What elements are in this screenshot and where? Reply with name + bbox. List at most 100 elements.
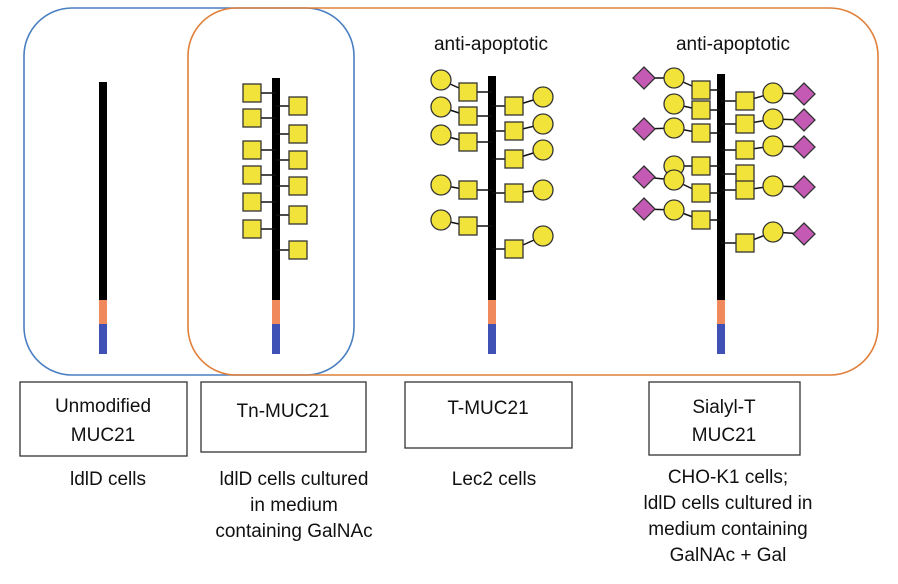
cell-line-label: medium containing bbox=[648, 519, 807, 540]
cell-line-label: ldlD cells cultured bbox=[220, 469, 369, 490]
transmembrane-segment bbox=[272, 300, 280, 324]
galactose-circle-icon bbox=[663, 117, 685, 139]
cytoplasmic-segment bbox=[99, 324, 107, 354]
name-box-sialyl-t bbox=[648, 381, 801, 456]
GalNAc-square-icon bbox=[458, 106, 478, 126]
transmembrane-segment bbox=[99, 300, 107, 324]
GalNAc-square-icon bbox=[242, 83, 262, 103]
GalNAc-square-icon bbox=[691, 210, 711, 230]
galactose-circle-icon bbox=[762, 135, 784, 157]
panel-unmodified: Unmodified MUC21 ldlD cells bbox=[19, 82, 188, 490]
name-box-tn bbox=[200, 381, 367, 453]
galactose-circle-icon bbox=[663, 93, 685, 115]
cytoplasmic-segment bbox=[488, 324, 496, 354]
GalNAc-square-icon bbox=[242, 140, 262, 160]
galactose-circle-icon bbox=[532, 139, 554, 161]
cytoplasmic-segment bbox=[717, 324, 725, 354]
galactose-circle-icon bbox=[430, 69, 452, 91]
galactose-circle-icon bbox=[430, 209, 452, 231]
galactose-circle-icon bbox=[430, 124, 452, 146]
panel-t: anti-apoptotic T-MUC21 Lec2 cells bbox=[404, 34, 573, 490]
sialic-acid-diamond-icon bbox=[632, 197, 656, 221]
GalNAc-square-icon bbox=[288, 150, 308, 170]
galactose-circle-icon bbox=[532, 86, 554, 108]
GalNAc-square-icon bbox=[242, 108, 262, 128]
galactose-circle-icon bbox=[663, 67, 685, 89]
cytoplasmic-segment bbox=[272, 324, 280, 354]
sialic-acid-diamond-icon bbox=[792, 222, 816, 246]
galactose-circle-icon bbox=[532, 225, 554, 247]
name-line: MUC21 bbox=[692, 425, 756, 446]
sialic-acid-diamond-icon bbox=[792, 175, 816, 199]
name-line: T-MUC21 bbox=[447, 398, 528, 419]
GalNAc-square-icon bbox=[691, 183, 711, 203]
GalNAc-square-icon bbox=[504, 149, 524, 169]
GalNAc-square-icon bbox=[735, 164, 755, 184]
GalNAc-square-icon bbox=[504, 96, 524, 116]
galactose-circle-icon bbox=[430, 174, 452, 196]
muc21-backbone bbox=[488, 76, 496, 300]
cell-line-label: containing GalNAc bbox=[215, 521, 372, 542]
orange-group-frame bbox=[187, 7, 879, 376]
galactose-circle-icon bbox=[532, 179, 554, 201]
GalNAc-square-icon bbox=[288, 124, 308, 144]
GalNAc-square-icon bbox=[458, 82, 478, 102]
muc21-molecule-sialyl-t bbox=[632, 66, 816, 354]
GalNAc-square-icon bbox=[504, 121, 524, 141]
transmembrane-segment bbox=[717, 300, 725, 324]
sialic-acid-diamond-icon bbox=[632, 66, 656, 90]
galactose-circle-icon bbox=[762, 108, 784, 130]
galactose-circle-icon bbox=[663, 199, 685, 221]
galactose-circle-icon bbox=[762, 175, 784, 197]
muc21-molecule-t bbox=[430, 69, 554, 354]
muc21-backbone bbox=[272, 78, 280, 300]
GalNAc-square-icon bbox=[242, 219, 262, 239]
GalNAc-square-icon bbox=[691, 156, 711, 176]
GalNAc-square-icon bbox=[288, 240, 308, 260]
muc21-molecule-unmodified bbox=[99, 82, 107, 354]
cell-line-label: ldlD cells cultured in bbox=[644, 493, 813, 514]
GalNAc-square-icon bbox=[288, 176, 308, 196]
name-line: Tn-MUC21 bbox=[237, 401, 330, 422]
cell-line-label: in medium bbox=[250, 495, 338, 516]
cell-line-label: Lec2 cells bbox=[452, 469, 537, 490]
galactose-circle-icon bbox=[532, 113, 554, 135]
muc21-backbone bbox=[717, 74, 725, 300]
anti-apoptotic-label: anti-apoptotic bbox=[676, 34, 790, 55]
GalNAc-square-icon bbox=[288, 96, 308, 116]
GalNAc-square-icon bbox=[242, 192, 262, 212]
GalNAc-square-icon bbox=[504, 239, 524, 259]
sialic-acid-diamond-icon bbox=[632, 165, 656, 189]
name-line: Unmodified bbox=[55, 396, 151, 417]
GalNAc-square-icon bbox=[735, 180, 755, 200]
name-line: Sialyl-T bbox=[692, 397, 756, 418]
galactose-circle-icon bbox=[663, 169, 685, 191]
sialic-acid-diamond-icon bbox=[632, 117, 656, 141]
sialic-acid-diamond-icon bbox=[792, 108, 816, 132]
transmembrane-segment bbox=[488, 300, 496, 324]
name-box-t bbox=[404, 381, 573, 449]
GalNAc-square-icon bbox=[735, 114, 755, 134]
GalNAc-square-icon bbox=[691, 80, 711, 100]
cell-line-label: GalNAc + Gal bbox=[670, 545, 787, 566]
panel-sialyl-t: anti-apoptotic Sialyl-T MUC21 CHO-K1 cel… bbox=[632, 34, 816, 566]
GalNAc-square-icon bbox=[691, 123, 711, 143]
sialic-acid-diamond-icon bbox=[792, 135, 816, 159]
name-box-unmodified bbox=[19, 381, 188, 457]
muc21-backbone bbox=[99, 82, 107, 300]
sialic-acid-diamond-icon bbox=[792, 82, 816, 106]
name-line: MUC21 bbox=[71, 425, 135, 446]
panel-tn: Tn-MUC21 ldlD cells cultured in medium c… bbox=[200, 78, 373, 542]
GalNAc-square-icon bbox=[242, 165, 262, 185]
GalNAc-square-icon bbox=[458, 132, 478, 152]
galactose-circle-icon bbox=[430, 96, 452, 118]
cell-line-label: CHO-K1 cells; bbox=[668, 467, 788, 488]
GalNAc-square-icon bbox=[458, 216, 478, 236]
muc21-molecule-tn bbox=[242, 78, 308, 354]
cell-line-label: ldlD cells bbox=[70, 469, 146, 490]
GalNAc-square-icon bbox=[458, 180, 478, 200]
GalNAc-square-icon bbox=[735, 140, 755, 160]
GalNAc-square-icon bbox=[288, 205, 308, 225]
anti-apoptotic-label: anti-apoptotic bbox=[434, 34, 548, 55]
